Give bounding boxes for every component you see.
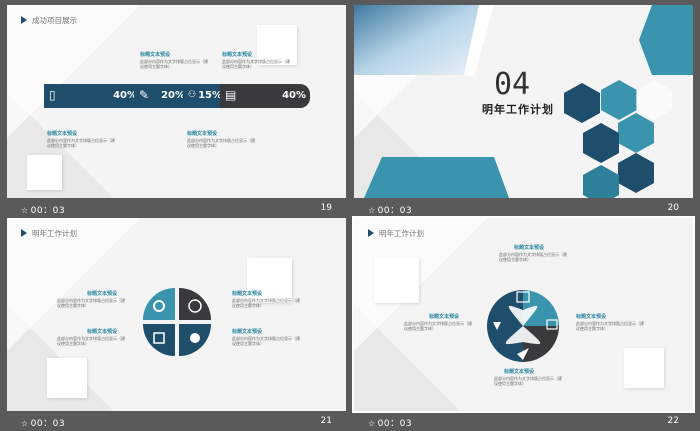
stat-band: ⚇ 15% — [183, 84, 226, 108]
label-title: 标题文本预设 — [514, 245, 545, 251]
slide-timing: 00：03 — [368, 416, 412, 429]
stat-band: ▤ 40% — [220, 84, 310, 108]
slide-caption: 00：03 20 — [354, 201, 693, 217]
edit-icon: ✎ — [139, 88, 150, 102]
gear-icon — [153, 298, 154, 299]
label-title: 标题文本预设 — [47, 131, 78, 137]
stat-band: ✎ 20% — [134, 84, 189, 108]
stat-value: 40% — [113, 90, 137, 101]
hexagon-graphic — [354, 5, 693, 198]
slide-thumbnail-20[interactable]: 04 明年工作计划 00：03 20 — [354, 5, 693, 217]
slide-caption: 00：03 19 — [7, 201, 346, 217]
slide-number: 22 — [667, 416, 679, 426]
label-title: 标题文本预设 — [87, 291, 118, 297]
apple-icon — [190, 333, 191, 334]
label-title: 标题文本预设 — [232, 291, 263, 297]
slide-caption: 00：03 22 — [354, 414, 693, 430]
phone-icon: ▯ — [49, 88, 56, 102]
stat-value: 40% — [282, 90, 306, 101]
label-title: 标题文本预设 — [576, 314, 607, 320]
aperture-icon — [190, 298, 191, 299]
label-title: 标题文本预设 — [429, 314, 460, 320]
quadrant-graphic — [143, 288, 211, 356]
label-text: 此部分内容作为文字排版占位显示（建议使用主题字体） — [232, 298, 300, 308]
section-number: 04 — [494, 67, 531, 102]
slide-timing: 00：03 — [21, 203, 65, 216]
people-icon: ⚇ — [188, 90, 197, 100]
slide-title: 成功项目展示 — [21, 15, 77, 26]
send-icon — [517, 348, 518, 349]
section-title: 明年工作计划 — [482, 103, 554, 116]
label-text: 此部分内容作为文字排版占位显示（建议使用主题字体） — [47, 138, 115, 148]
slide-timing: 00：03 — [368, 203, 412, 216]
slide-number: 21 — [320, 416, 332, 426]
label-text: 此部分内容作为文字排版占位显示（建议使用主题字体） — [576, 321, 644, 331]
slide-timing: 00：03 — [21, 416, 65, 429]
label-text: 此部分内容作为文字排版占位显示（建议使用主题字体） — [187, 138, 255, 148]
bg-tile — [247, 258, 292, 303]
bg-tile — [257, 25, 297, 65]
label-text: 此部分内容作为文字排版占位显示（建议使用主题字体） — [140, 59, 208, 69]
slide-number: 19 — [320, 203, 332, 213]
stat-value: 15% — [198, 90, 222, 101]
label-text: 此部分内容作为文字排版占位显示（建议使用主题字体） — [57, 336, 125, 346]
document-icon — [517, 292, 518, 293]
slide-caption: 00：03 21 — [7, 414, 346, 430]
stat-band: ▯ 40% — [44, 84, 141, 108]
slide-title: 明年工作计划 — [368, 228, 424, 239]
wallet-icon — [547, 320, 548, 321]
label-title: 标题文本预设 — [140, 52, 171, 58]
bg-tile — [374, 258, 419, 303]
label-text: 此部分内容作为文字排版占位显示（建议使用主题字体） — [404, 321, 472, 331]
label-text: 此部分内容作为文字排版占位显示（建议使用主题字体） — [222, 59, 290, 69]
label-title: 标题文本预设 — [187, 131, 218, 137]
windows-icon — [154, 333, 155, 334]
label-title: 标题文本预设 — [222, 52, 253, 58]
label-title: 标题文本预设 — [232, 329, 263, 335]
bg-tile — [27, 155, 62, 190]
book-icon: ▤ — [225, 88, 237, 102]
diamond-icon — [493, 322, 494, 323]
label-text: 此部分内容作为文字排版占位显示（建议使用主题字体） — [232, 336, 300, 346]
label-text: 此部分内容作为文字排版占位显示（建议使用主题字体） — [57, 298, 125, 308]
label-text: 此部分内容作为文字排版占位显示（建议使用主题字体） — [494, 376, 562, 386]
slide-thumbnail-22[interactable]: 明年工作计划 标题文本预设 此部分内容作为文字排版占位显示（建议使用主题字体） … — [352, 216, 695, 430]
slide-canvas: 04 明年工作计划 — [354, 5, 693, 198]
label-text: 此部分内容作为文字排版占位显示（建议使用主题字体） — [499, 252, 567, 262]
slide-title: 明年工作计划 — [21, 228, 77, 239]
cycle-graphic — [487, 290, 559, 362]
slide-canvas: 明年工作计划 标题文本预设 此部分内容作为文字排版占位显示（建议使用主题字体） … — [7, 218, 346, 411]
stat-value: 20% — [161, 90, 185, 101]
bg-tile — [47, 358, 87, 398]
slide-number: 20 — [667, 203, 679, 213]
label-title: 标题文本预设 — [504, 369, 535, 375]
slide-canvas: 明年工作计划 标题文本预设 此部分内容作为文字排版占位显示（建议使用主题字体） … — [352, 216, 695, 413]
slide-thumbnail-21[interactable]: 明年工作计划 标题文本预设 此部分内容作为文字排版占位显示（建议使用主题字体） … — [7, 218, 346, 430]
slide-thumbnail-19[interactable]: 成功项目展示 标题文本预设 此部分内容作为文字排版占位显示（建议使用主题字体） … — [7, 5, 346, 217]
bg-tile — [624, 348, 664, 388]
label-title: 标题文本预设 — [87, 329, 118, 335]
slide-canvas: 成功项目展示 标题文本预设 此部分内容作为文字排版占位显示（建议使用主题字体） … — [7, 5, 346, 198]
